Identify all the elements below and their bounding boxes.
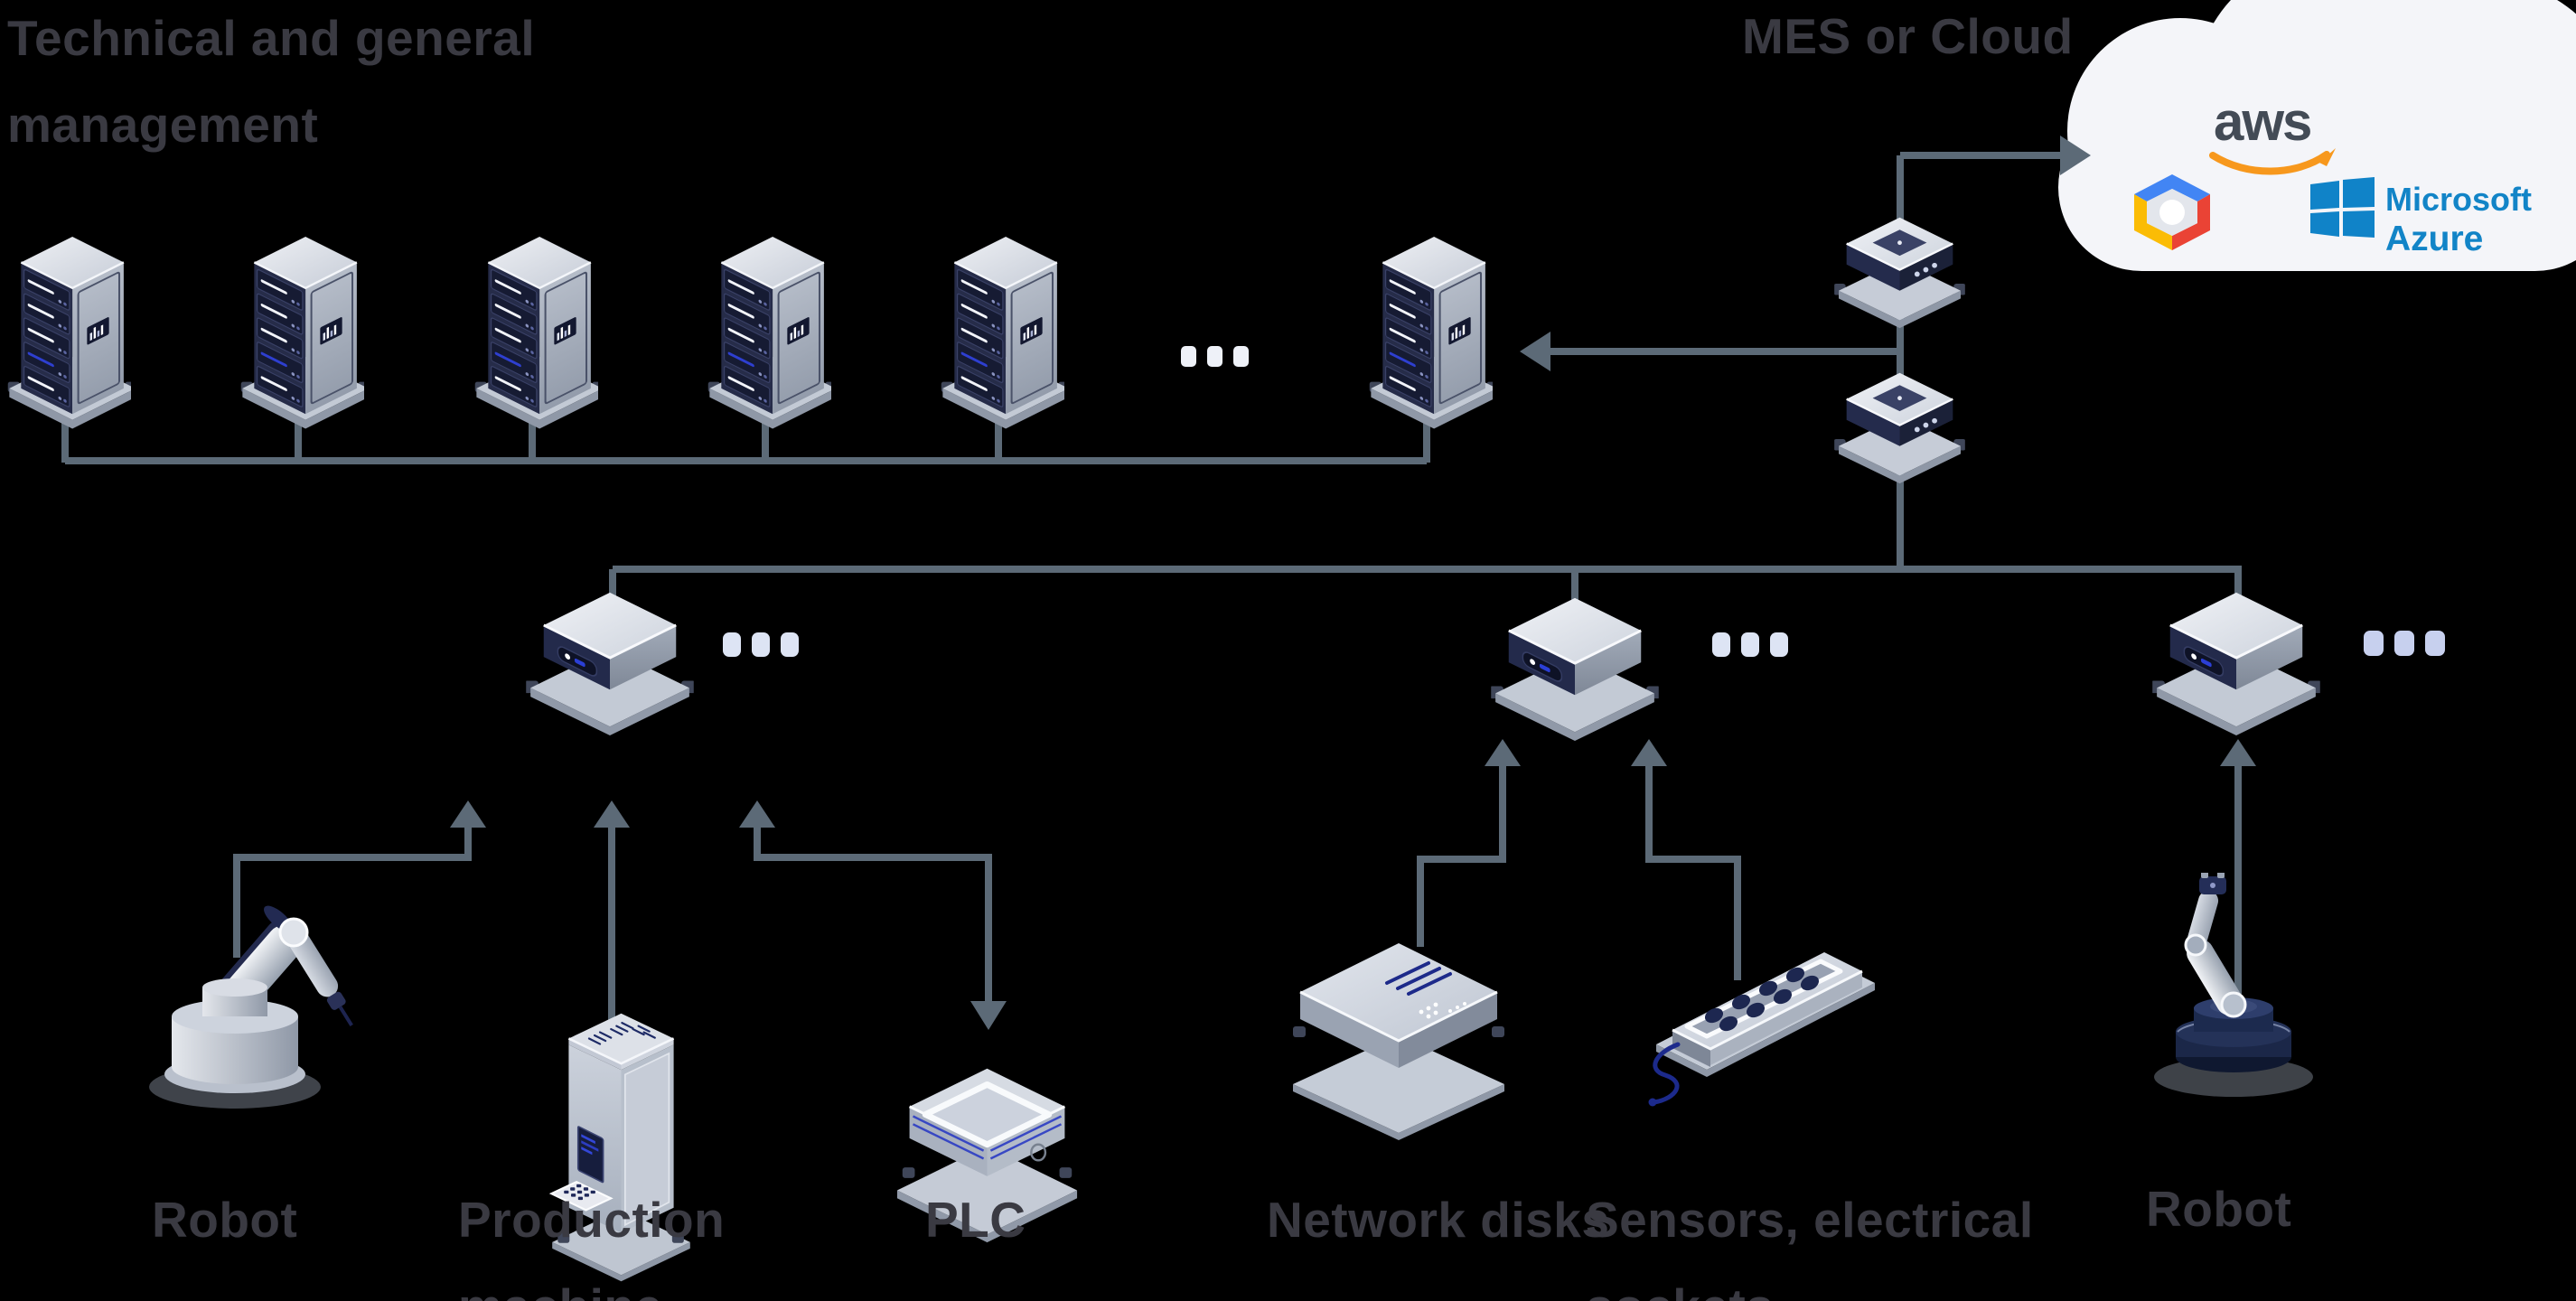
- iot-gateway-icon: [1491, 593, 1659, 743]
- robot-arm-icon: [149, 905, 353, 1109]
- arrow-right-into-cloud: [2060, 136, 2091, 175]
- aws-smile-icon: [2209, 148, 2336, 175]
- arrow-up-network-disks: [1485, 739, 1521, 766]
- network-disks-label: Network disks: [1267, 1192, 1610, 1248]
- arrow-up-sensors: [1631, 739, 1667, 766]
- arrow-up-plc: [739, 800, 775, 828]
- management-label-line1: Technical and general: [7, 10, 536, 66]
- microsoft-flag-icon: [2310, 177, 2375, 238]
- production-machine-label-line2: machine: [458, 1263, 725, 1301]
- iot-gateway-icon: [526, 587, 694, 737]
- sensors-label-line1: Sensors, electrical: [1586, 1192, 2034, 1248]
- edge-router-icon: [1834, 366, 1965, 488]
- robot-arm-icon: [2154, 873, 2313, 1097]
- server-rack-icon: [466, 235, 598, 448]
- sensors-label: Sensors, electrical sockets: [1586, 1176, 2034, 1301]
- ellipsis-icon: [1712, 632, 1788, 657]
- ellipsis-icon: [1181, 346, 1249, 367]
- server-rack-icon: [0, 235, 131, 448]
- plc-label: PLC: [925, 1192, 1026, 1248]
- production-machine-label: Production machine: [458, 1176, 725, 1301]
- management-label-line2: management: [7, 97, 319, 153]
- cloud-icon: aws Microsoft Azure: [2040, 0, 2576, 316]
- arrow-left-to-servers: [1520, 332, 1550, 371]
- server-rack-icon: [1361, 235, 1493, 448]
- aws-logo: aws: [2214, 91, 2312, 152]
- production-machine-label-line1: Production: [458, 1192, 726, 1248]
- server-rack-icon: [699, 235, 831, 448]
- iot-gateway-icon: [2152, 587, 2320, 737]
- edge-router-icon: [1834, 211, 1965, 332]
- robot-right-label: Robot: [2146, 1181, 2292, 1237]
- management-label: Technical and general management: [7, 0, 535, 168]
- microsoft-azure-logo: Microsoft Azure: [2385, 181, 2532, 260]
- microsoft-wordmark: Microsoft: [2385, 181, 2532, 218]
- ellipsis-icon: [2364, 631, 2445, 656]
- server-rack-icon: [932, 235, 1064, 448]
- google-cloud-logo: [2134, 174, 2210, 250]
- arrow-up-production: [594, 800, 630, 828]
- power-strip-icon: [1648, 952, 1875, 1107]
- server-rack-icon: [232, 235, 364, 448]
- arrowheads: [450, 136, 2256, 1030]
- arrow-down-plc: [970, 1001, 1007, 1030]
- arrow-up-robot-left: [450, 800, 486, 828]
- ellipsis-icon: [723, 632, 799, 657]
- arrow-up-robot-right: [2220, 739, 2256, 766]
- plc-icon: [896, 1068, 1078, 1243]
- sensors-label-line2: sockets: [1586, 1263, 2034, 1301]
- robot-left-label: Robot: [152, 1192, 298, 1248]
- mes-cloud-label: MES or Cloud: [1742, 8, 2074, 64]
- network-disk-icon: [1293, 943, 1504, 1140]
- production-machine-icon: [548, 1013, 690, 1282]
- azure-wordmark: Azure: [2385, 220, 2484, 259]
